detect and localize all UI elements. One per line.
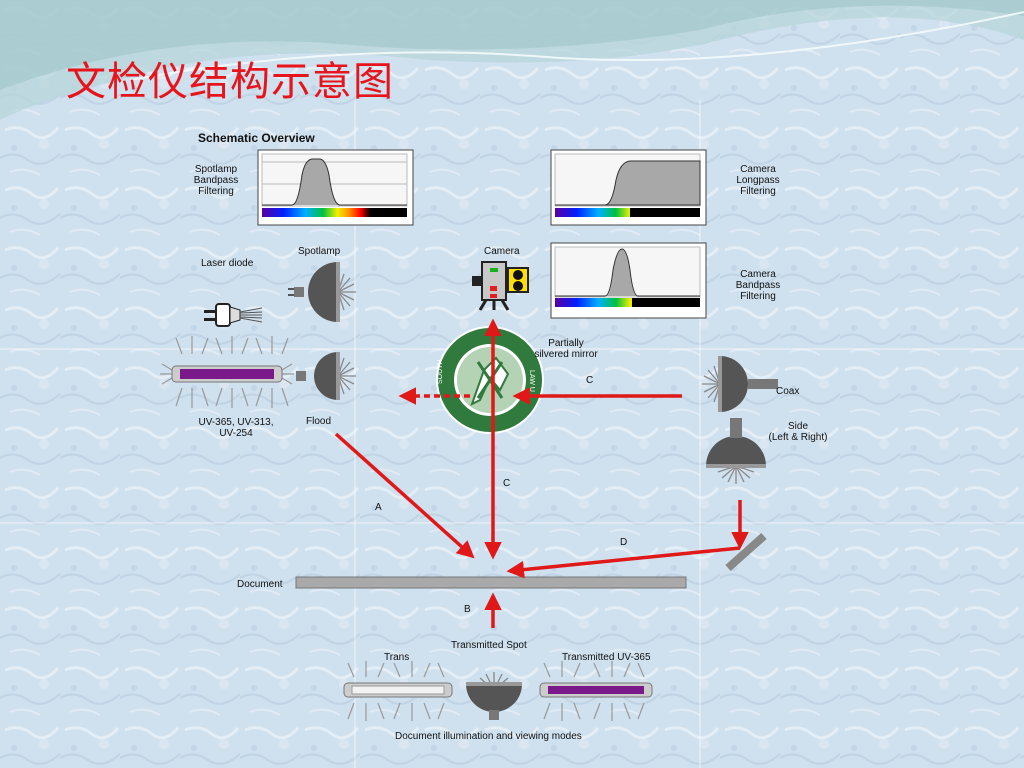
trans-label: Trans <box>384 652 410 663</box>
spotlamp-bandpass-graph <box>257 149 414 226</box>
camera-longpass-graph <box>550 149 707 226</box>
path-a-label: A <box>375 502 382 513</box>
camera-bandpass-label: Camera Bandpass Filtering <box>735 269 781 302</box>
diagram-heading: Schematic Overview <box>198 131 315 145</box>
side-label: Side (Left & Right) <box>768 421 828 443</box>
camera-icon <box>472 261 529 311</box>
uv-tube-icon <box>160 336 294 408</box>
camera-bandpass-graph <box>550 242 707 319</box>
spotlamp-icon <box>288 262 357 322</box>
coax-lamp-icon <box>701 356 778 412</box>
document-label: Document <box>237 579 283 590</box>
trans-tube-icon <box>343 661 453 721</box>
uv-lamps-label: UV-365, UV-313, UV-254 <box>198 417 274 439</box>
flood-label: Flood <box>306 416 332 427</box>
slide-title: 文检仪结构示意图 <box>66 59 394 105</box>
path-d-label: D <box>620 537 628 548</box>
path-c-horizontal-label: C <box>586 375 594 386</box>
partially-mirror-label: Partially silvered mirror <box>534 338 598 360</box>
arrow-d <box>506 546 741 579</box>
path-b-label: B <box>464 604 471 615</box>
university-seal-icon: SOUTH LAW U <box>436 326 544 434</box>
caption: Document illumination and viewing modes <box>395 731 582 742</box>
transmitted-uv-label: Transmitted UV-365 <box>562 652 651 663</box>
document-bar-icon <box>295 576 687 589</box>
mirror-icon <box>725 533 767 571</box>
arrow-a <box>334 432 475 559</box>
transmitted-uv-tube-icon <box>539 661 653 721</box>
transmitted-spot-icon <box>466 671 522 720</box>
light-path-arrows <box>334 318 749 628</box>
spotlamp-filter-label: Spotlamp Bandpass Filtering <box>193 164 239 197</box>
svg-text:LAW U: LAW U <box>528 370 535 392</box>
transmitted-spot-label: Transmitted Spot <box>451 640 527 651</box>
coax-label: Coax <box>776 386 800 397</box>
side-lamp-icon <box>706 418 766 485</box>
spotlamp-label: Spotlamp <box>298 246 341 257</box>
flood-lamp-icon <box>296 352 357 400</box>
svg-text:SOUTH: SOUTH <box>437 360 444 385</box>
camera-label: Camera <box>484 246 520 257</box>
camera-longpass-label: Camera Longpass Filtering <box>736 164 780 197</box>
path-c-vertical-label: C <box>503 478 511 489</box>
laser-diode-label: Laser diode <box>201 258 254 269</box>
laser-diode-icon <box>204 303 263 327</box>
